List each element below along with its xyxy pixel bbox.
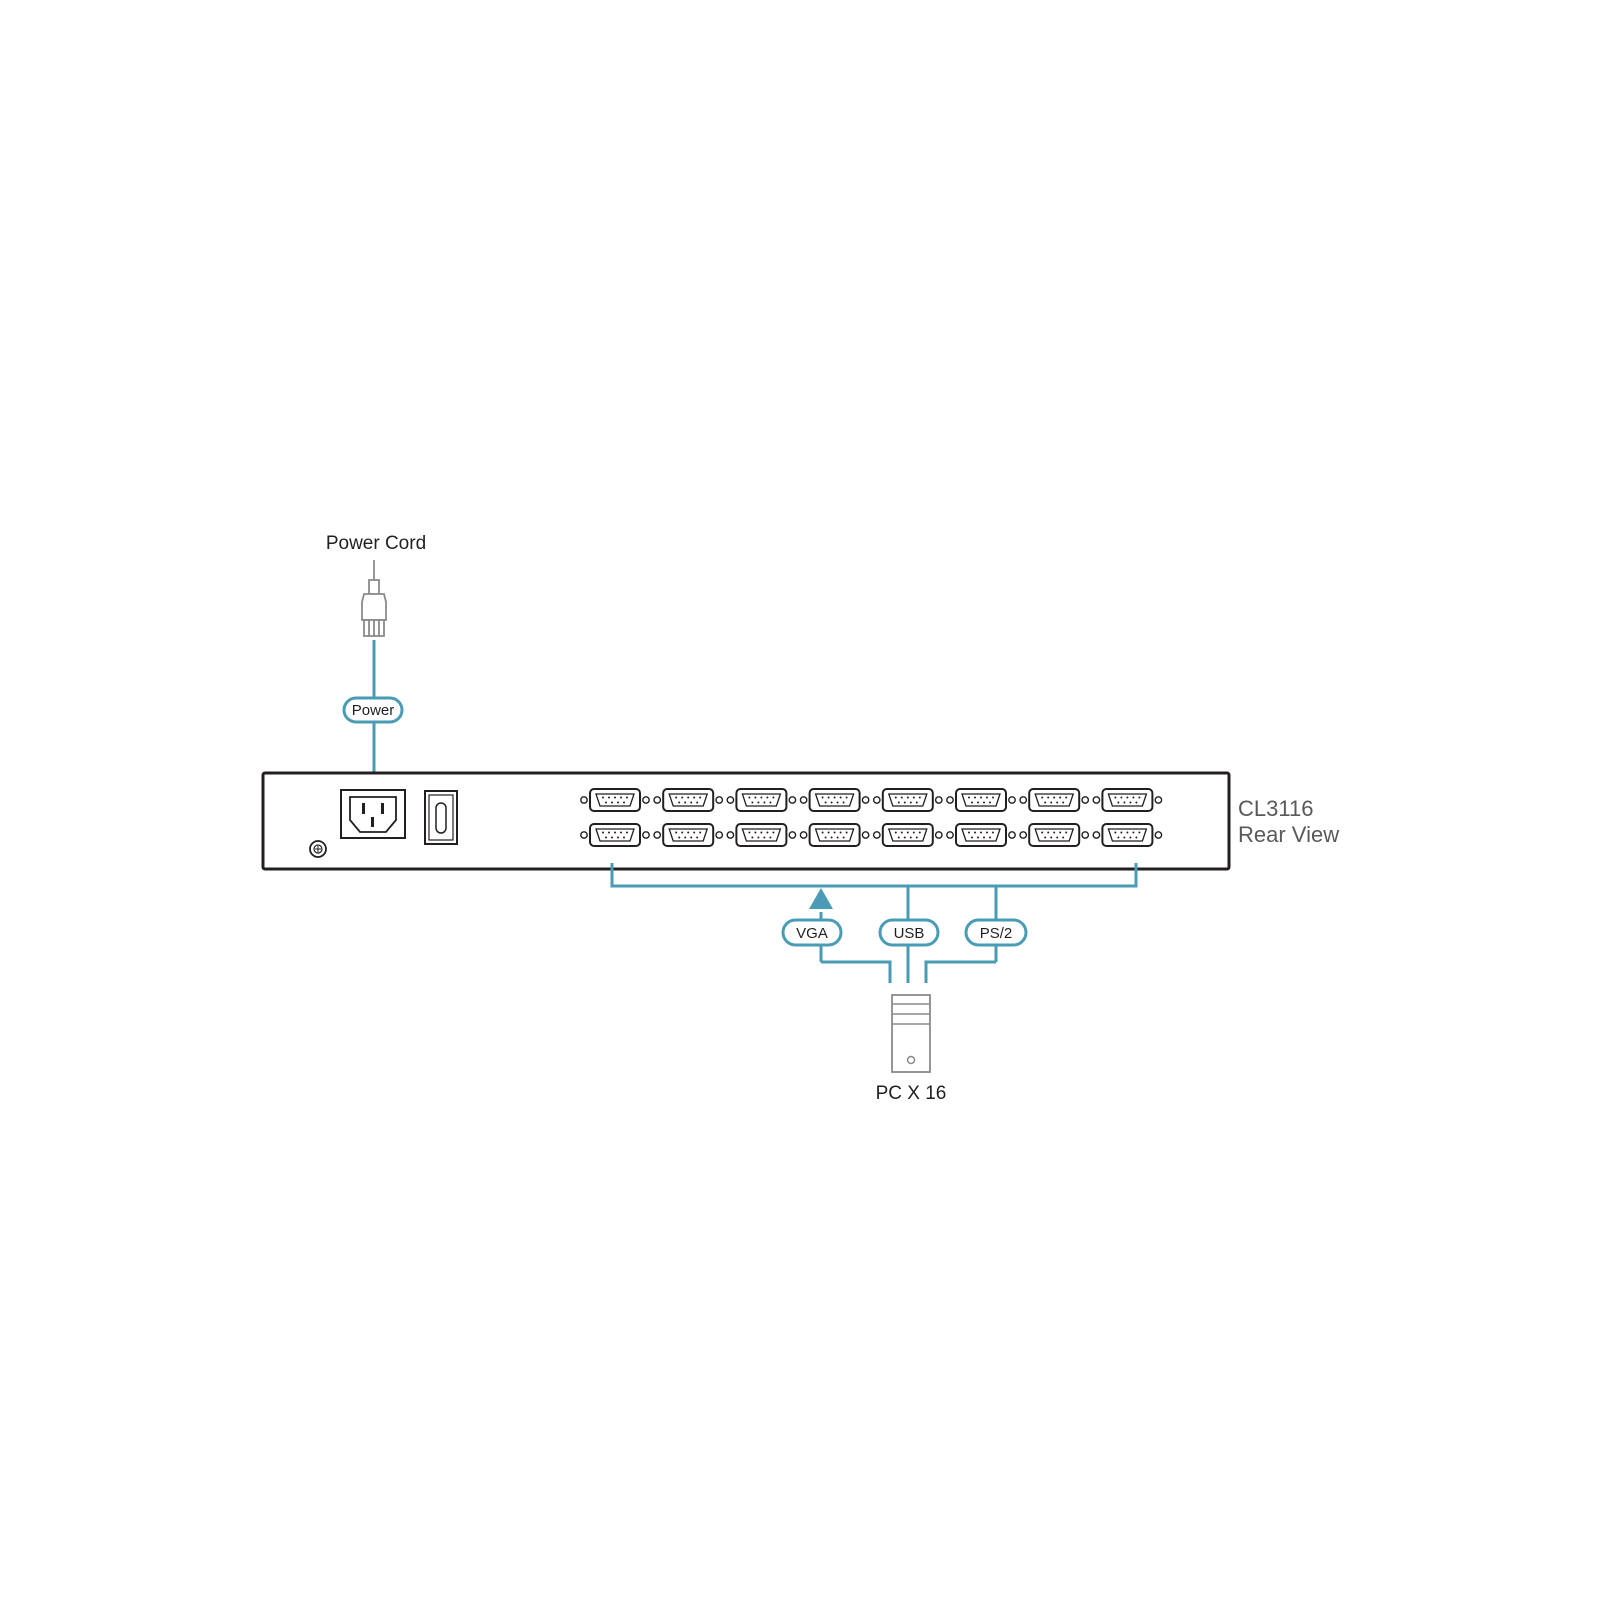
pc-tower-icon [891,994,931,1073]
ground-screw-icon [309,840,327,858]
vga-port-icon [580,823,650,847]
power-cord-label: Power Cord [326,533,426,554]
power-switch-icon [424,790,458,845]
vga-port-icon [653,788,724,812]
usb-label-pill: USB [878,918,940,947]
vga-port-icon [872,788,943,812]
vga-port-icon [872,823,943,847]
power-plug-icon [361,560,387,637]
ps2-label-pill: PS/2 [964,918,1028,947]
vga-port-icon [946,823,1016,847]
vga-port-icon [1092,788,1163,812]
kvm-device-chassis [261,771,1231,871]
vga-port-icon [726,823,797,847]
port-bus-cable [610,863,1138,888]
vga-port-icon [946,788,1016,812]
vga-port-icon [799,788,870,812]
power-label: Power [352,702,395,719]
pc-count-label: PC X 16 [876,1083,947,1104]
vga-label: VGA [796,925,828,942]
vga-port-icon [580,788,650,812]
power-label-pill: Power [342,696,404,724]
vga-port-icon [1019,823,1090,847]
vga-port-icon [1019,788,1090,812]
vga-branch [821,960,892,983]
ps2-branch [924,960,996,983]
vga-port-icon [799,823,870,847]
ps2-label: PS/2 [980,925,1013,942]
power-inlet-icon [340,789,406,839]
vga-arrow-icon [809,888,833,909]
vga-port-icon [653,823,724,847]
model-name: CL3116 [1238,796,1313,821]
vga-port-icon [1092,823,1163,847]
vga-label-pill: VGA [781,918,843,947]
usb-label: USB [894,925,925,942]
model-view-label: Rear View [1238,822,1339,847]
vga-port-icon [726,788,797,812]
port-grid [580,788,1163,847]
